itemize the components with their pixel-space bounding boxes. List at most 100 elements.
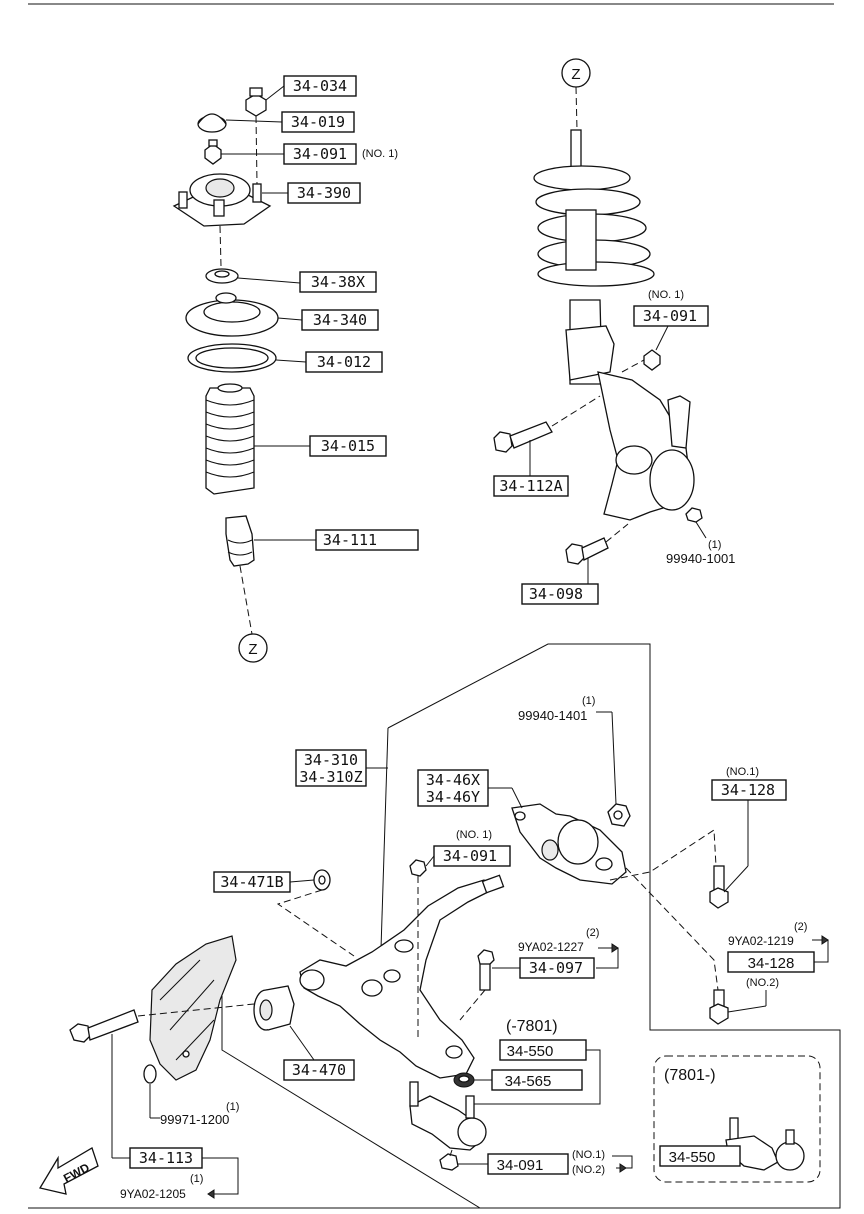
label-34-471b: 34-471B	[220, 873, 283, 891]
label-no1-strut: (NO. 1)	[648, 289, 684, 301]
callout-34-091-arm: (NO. 1) 34-091	[425, 829, 511, 867]
label-34-112a: 34-112A	[499, 477, 562, 495]
callout-99940-1001: (1) 99940-1001	[666, 521, 735, 566]
washer-34-471b-drawing	[313, 869, 331, 891]
callout-34-019: 34-019	[225, 111, 355, 133]
label-qty1-1401: (1)	[582, 695, 595, 707]
label-34-565: 34-565	[505, 1073, 552, 1090]
lower-arm-group-outline	[221, 643, 841, 1209]
callout-99971-1200: (1) 99971-1200	[149, 1084, 239, 1127]
label-no1-ball: (NO.1)	[572, 1149, 605, 1161]
label-9ya02-1205: 9YA02-1205	[120, 1187, 186, 1201]
body-panel-drawing	[149, 935, 237, 1081]
callout-34-340: 34-340	[277, 309, 379, 331]
mount-34-390-drawing	[172, 173, 272, 227]
bracket-34-46x-drawing	[511, 803, 627, 885]
callout-34-38x: 34-38X	[237, 271, 377, 293]
label-no2-ball: (NO.2)	[572, 1164, 605, 1176]
label-qty1-1200: (1)	[226, 1101, 239, 1113]
callout-34-390: 34-390	[262, 182, 361, 204]
inset-7801-plus: (7801-) 34-550	[653, 1055, 821, 1183]
seat-34-340-drawing	[185, 292, 279, 337]
strut-assembly: Z	[493, 58, 703, 565]
label-34-034: 34-034	[293, 77, 347, 95]
label-9ya02-1219: 9YA02-1219	[728, 934, 794, 948]
bolt-34-128-no2-drawing	[709, 989, 729, 1025]
nut-34-091-top-drawing	[204, 139, 222, 165]
washer-34-38x-drawing	[205, 268, 239, 284]
label-34-550-a: 34-550	[507, 1043, 554, 1060]
callout-34-111: 34-111	[254, 529, 419, 551]
callout-34-128-no2: (2) 9YA02-1219 34-128 (NO.2)	[727, 921, 829, 1013]
callout-99940-1401: (1) 99940-1401	[518, 695, 617, 805]
lower-control-arm-drawing	[299, 874, 505, 1079]
label-34-091-strut: 34-091	[643, 307, 697, 325]
label-34-390: 34-390	[297, 184, 351, 202]
callout-34-550-a: (-7801) 34-550	[474, 1018, 601, 1105]
label-34-091-ball: 34-091	[497, 1157, 544, 1174]
label-no2-bolt: (NO.2)	[746, 977, 779, 989]
callout-34-310: 34-310 34-310Z	[295, 749, 388, 787]
boot-34-015-drawing	[205, 383, 255, 495]
label-no1-arm: (NO. 1)	[456, 829, 492, 841]
label-34-128-a: 34-128	[721, 781, 775, 799]
label-34-46x: 34-46X	[426, 771, 480, 789]
label-no1-top: (NO. 1)	[362, 148, 398, 160]
callout-34-097: (2) 9YA02-1227 34-097	[492, 927, 619, 979]
callout-34-091-strut: (NO. 1) 34-091	[633, 289, 709, 351]
bolt-34-128-no1-drawing	[709, 865, 729, 909]
label-34-310: 34-310	[304, 751, 358, 769]
bolt-34-097-drawing	[477, 949, 495, 991]
label-34-128-b: 34-128	[748, 955, 795, 972]
label-34-470: 34-470	[292, 1061, 346, 1079]
callout-34-128-no1: (NO.1) 34-128	[711, 766, 787, 893]
label-qty2-1227: (2)	[586, 927, 599, 939]
callout-34-091-top: 34-091 (NO. 1)	[221, 143, 398, 165]
label-34-113: 34-113	[139, 1149, 193, 1167]
z-label-top: Z	[571, 66, 580, 83]
label-34-46y: 34-46Y	[426, 788, 480, 806]
label-34-340: 34-340	[313, 311, 367, 329]
z-marker-bottom	[238, 633, 268, 663]
cap-34-019-drawing	[197, 113, 227, 133]
label-34-550-b: 34-550	[669, 1149, 716, 1166]
ring-34-012-drawing	[187, 343, 277, 373]
label-34-097: 34-097	[529, 959, 583, 977]
callout-34-034: 34-034	[265, 75, 357, 101]
label-range-7801-plus: (7801-)	[664, 1067, 716, 1084]
seal-34-565-drawing	[453, 1072, 475, 1088]
bumpstop-34-111-drawing	[225, 515, 255, 567]
label-qty2-1219: (2)	[794, 921, 807, 933]
label-99940-1001: 99940-1001	[666, 551, 735, 566]
nut-34-034-drawing	[245, 87, 267, 117]
label-34-015: 34-015	[321, 437, 375, 455]
callout-34-113: 34-113 (1) 9YA02-1205	[111, 1034, 239, 1201]
fwd-arrow: FWD	[38, 1147, 99, 1195]
z-label-bottom: Z	[248, 641, 257, 658]
label-qty1-1205: (1)	[190, 1173, 203, 1185]
label-99940-1401: 99940-1401	[518, 708, 587, 723]
label-no1-bolt: (NO.1)	[726, 766, 759, 778]
callout-34-565: 34-565	[474, 1069, 583, 1091]
label-34-111: 34-111	[323, 531, 377, 549]
label-34-38x: 34-38X	[311, 273, 365, 291]
label-34-098: 34-098	[529, 585, 583, 603]
nut-99940-1401-drawing	[607, 803, 631, 827]
bolt-34-113-drawing	[69, 1009, 139, 1043]
bolt-34-098-drawing	[565, 537, 609, 565]
bushing-34-470-drawing	[253, 985, 295, 1031]
strut-mount-stack: Z	[172, 87, 279, 663]
label-34-091-arm: 34-091	[443, 847, 497, 865]
callout-34-012: 34-012	[275, 351, 383, 373]
callout-34-471b: 34-471B	[213, 871, 315, 893]
label-qty1-strut: (1)	[708, 539, 721, 551]
bolt-34-112a-drawing	[493, 421, 553, 453]
label-34-310z: 34-310Z	[299, 768, 362, 786]
label-99971-1200: 99971-1200	[160, 1112, 229, 1127]
label-34-012: 34-012	[317, 353, 371, 371]
ball-joint-34-550-drawing	[409, 1081, 487, 1151]
label-34-091-top: 34-091	[293, 145, 347, 163]
callout-34-46x: 34-46X 34-46Y	[417, 769, 523, 809]
label-range-7801: (-7801)	[506, 1018, 558, 1035]
